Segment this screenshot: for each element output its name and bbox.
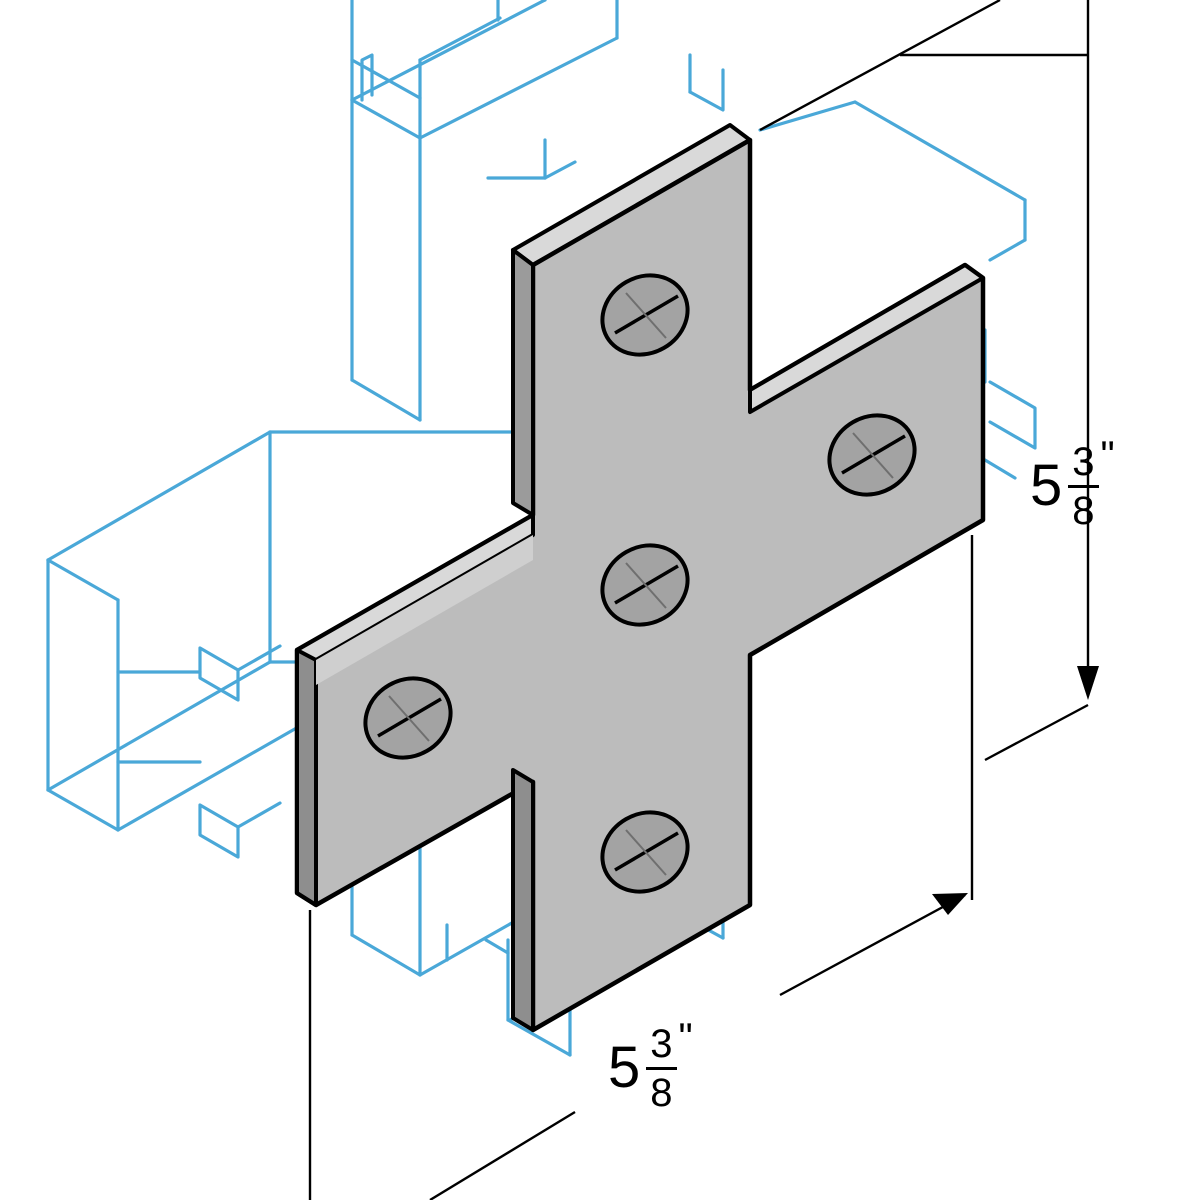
dimension-vertical-unit: " — [1100, 434, 1115, 478]
arrowhead-vertical-bottom — [1077, 666, 1099, 700]
dimension-horizontal-denominator: 8 — [650, 1071, 673, 1115]
dimension-horizontal-leaders — [308, 535, 974, 1200]
cross-plate — [294, 123, 986, 1033]
dimension-horizontal-unit: " — [678, 1016, 693, 1060]
hole-top — [600, 273, 690, 357]
plate-edge-bottom-thickness — [511, 768, 535, 1032]
dimension-vertical-label: 5 3 8 " — [1030, 436, 1115, 533]
hole-bottom — [600, 810, 690, 894]
hole-left — [363, 676, 453, 760]
hole-center — [600, 543, 690, 627]
fraction-bar — [1068, 485, 1099, 488]
plate-edge-right-top — [748, 263, 985, 414]
plate-edge-left-thickness — [295, 648, 318, 907]
dimension-horizontal-whole: 5 — [608, 1034, 641, 1100]
dimension-vertical-numerator: 3 — [1072, 440, 1095, 484]
dimension-horizontal-fraction: 3 8 — [646, 1022, 677, 1115]
dimension-vertical-fraction: 3 8 — [1068, 440, 1099, 533]
dimension-vertical-denominator: 8 — [1072, 489, 1095, 533]
arrowhead-horizontal-right — [932, 893, 968, 915]
dimension-horizontal-numerator: 3 — [650, 1022, 673, 1066]
plate-edge-top-thickness — [511, 248, 535, 517]
fraction-bar — [646, 1067, 677, 1070]
plate-edge-notch-left — [316, 535, 533, 685]
hole-right — [827, 413, 917, 497]
dimension-vertical-leaders — [759, 0, 1090, 762]
dimension-vertical-whole: 5 — [1030, 452, 1063, 518]
dimension-horizontal-label: 5 3 8 " — [608, 1018, 693, 1115]
